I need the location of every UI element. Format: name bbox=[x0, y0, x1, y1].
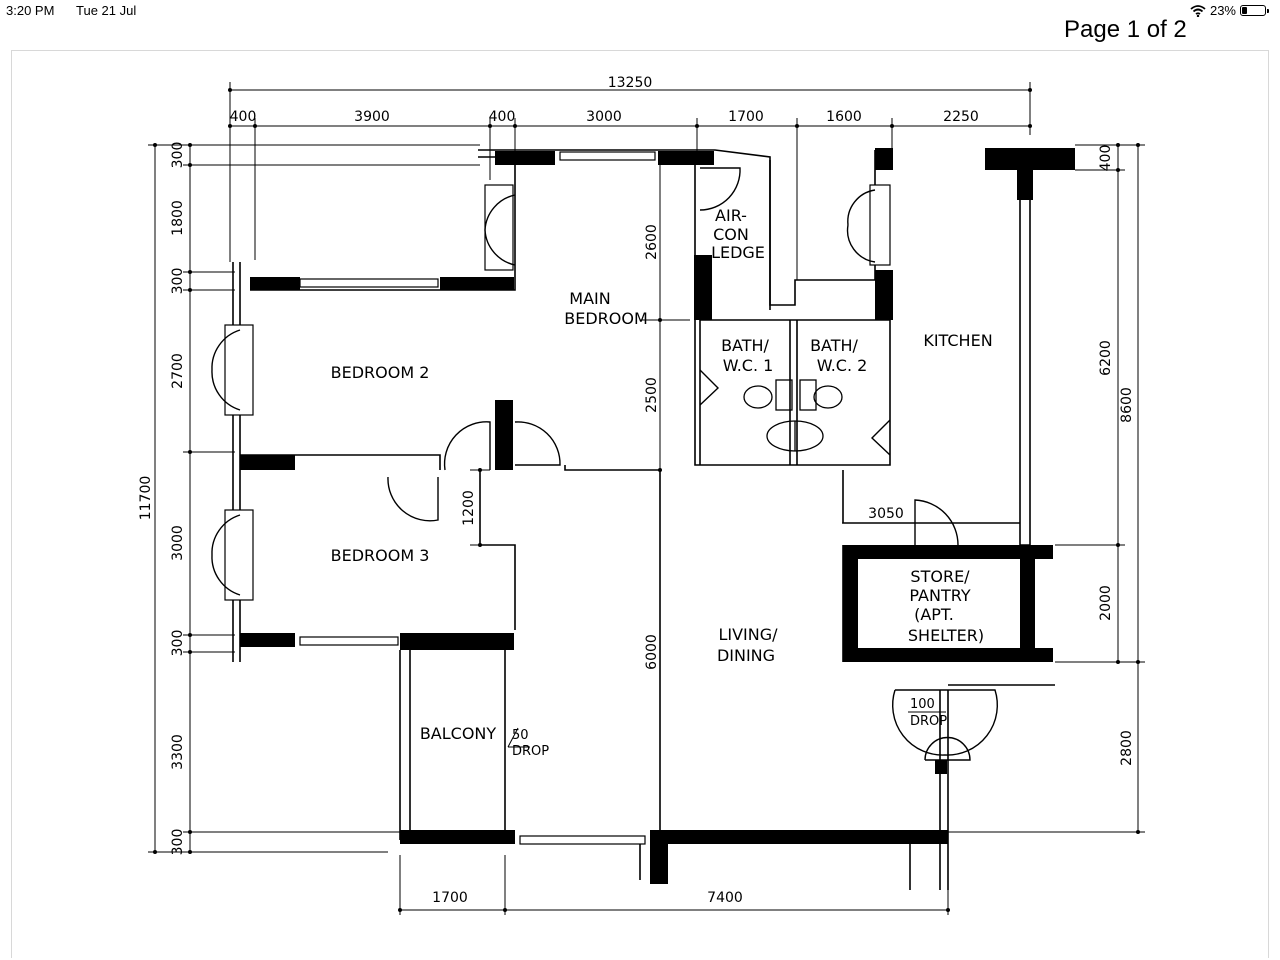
dim-bottom-1: 1700 bbox=[432, 890, 468, 906]
room-balcony: BALCONY bbox=[420, 724, 497, 743]
status-time: 3:20 PM bbox=[6, 3, 55, 18]
entrance-drop-label: DROP bbox=[910, 714, 947, 729]
dim-bottom-2: 7400 bbox=[707, 890, 743, 906]
dim-top-5: 1700 bbox=[728, 109, 764, 125]
dim-top-1: 400 bbox=[230, 109, 257, 125]
room-bath-wc1-line2: W.C. 1 bbox=[723, 356, 774, 375]
room-bath-wc2-line2: W.C. 2 bbox=[817, 356, 868, 375]
dim-right-2: 6200 bbox=[1098, 340, 1114, 376]
battery-percent: 23% bbox=[1209, 3, 1236, 18]
dim-top-6: 1600 bbox=[826, 109, 862, 125]
wifi-icon bbox=[1190, 4, 1206, 17]
dim-left-2: 1800 bbox=[170, 200, 186, 236]
room-bath-wc1-line1: BATH/ bbox=[721, 336, 769, 355]
dim-left-3: 300 bbox=[170, 268, 186, 295]
dim-left-6: 300 bbox=[170, 630, 186, 657]
dim-left-7: 3300 bbox=[170, 734, 186, 770]
dim-top-4: 3000 bbox=[586, 109, 622, 125]
dim-kitchen: 3050 bbox=[868, 506, 904, 522]
dim-top-3: 400 bbox=[489, 109, 516, 125]
balcony-drop-label: DROP bbox=[512, 744, 549, 759]
dim-top-total: 13250 bbox=[608, 75, 653, 91]
dim-top-7: 2250 bbox=[943, 109, 979, 125]
dimension-ticks bbox=[153, 88, 1140, 912]
dim-right-outer-1: 8600 bbox=[1119, 387, 1135, 423]
room-air-con-ledge-line3: LEDGE bbox=[711, 243, 765, 262]
entrance-drop-value: 100 bbox=[910, 697, 935, 712]
room-living-line1: LIVING/ bbox=[718, 625, 778, 644]
room-living-line2: DINING bbox=[717, 646, 775, 665]
dim-right-1: 400 bbox=[1098, 145, 1114, 172]
room-bedroom-3: BEDROOM 3 bbox=[331, 546, 430, 565]
document-page bbox=[11, 50, 1269, 958]
room-store-line4: SHELTER) bbox=[908, 626, 984, 645]
room-bedroom-2: BEDROOM 2 bbox=[331, 363, 430, 382]
room-store-line3: (APT. bbox=[914, 605, 954, 624]
page-indicator: Page 1 of 2 bbox=[1064, 16, 1187, 43]
status-right: 23% bbox=[1190, 3, 1269, 18]
battery-icon bbox=[1240, 5, 1269, 16]
dim-right-3: 2000 bbox=[1098, 585, 1114, 621]
room-kitchen: KITCHEN bbox=[923, 331, 992, 350]
dim-left-1: 300 bbox=[170, 142, 186, 169]
dim-main-bedroom-upper: 2600 bbox=[644, 224, 660, 260]
room-main-bedroom-line2: BEDROOM bbox=[564, 309, 648, 328]
room-air-con-ledge-line1: AIR- bbox=[715, 206, 747, 225]
dim-right-outer-2: 2800 bbox=[1119, 730, 1135, 766]
status-bar: 3:20 PM Tue 21 Jul 23% bbox=[0, 0, 1280, 22]
dim-main-bedroom-lower: 2500 bbox=[644, 377, 660, 413]
room-store-line2: PANTRY bbox=[909, 586, 970, 605]
room-air-con-ledge-line2: CON bbox=[713, 225, 749, 244]
dim-top-2: 3900 bbox=[354, 109, 390, 125]
status-date: Tue 21 Jul bbox=[76, 3, 137, 18]
room-store-line1: STORE/ bbox=[910, 567, 970, 586]
room-main-bedroom-line1: MAIN bbox=[569, 289, 610, 308]
dim-left-8: 300 bbox=[170, 829, 186, 856]
room-bath-wc2-line1: BATH/ bbox=[810, 336, 858, 355]
dim-left-5: 3000 bbox=[170, 525, 186, 561]
dim-living: 6000 bbox=[644, 634, 660, 670]
dim-left-total: 11700 bbox=[138, 476, 154, 521]
dim-left-4: 2700 bbox=[170, 353, 186, 389]
dim-corridor: 1200 bbox=[461, 490, 477, 526]
